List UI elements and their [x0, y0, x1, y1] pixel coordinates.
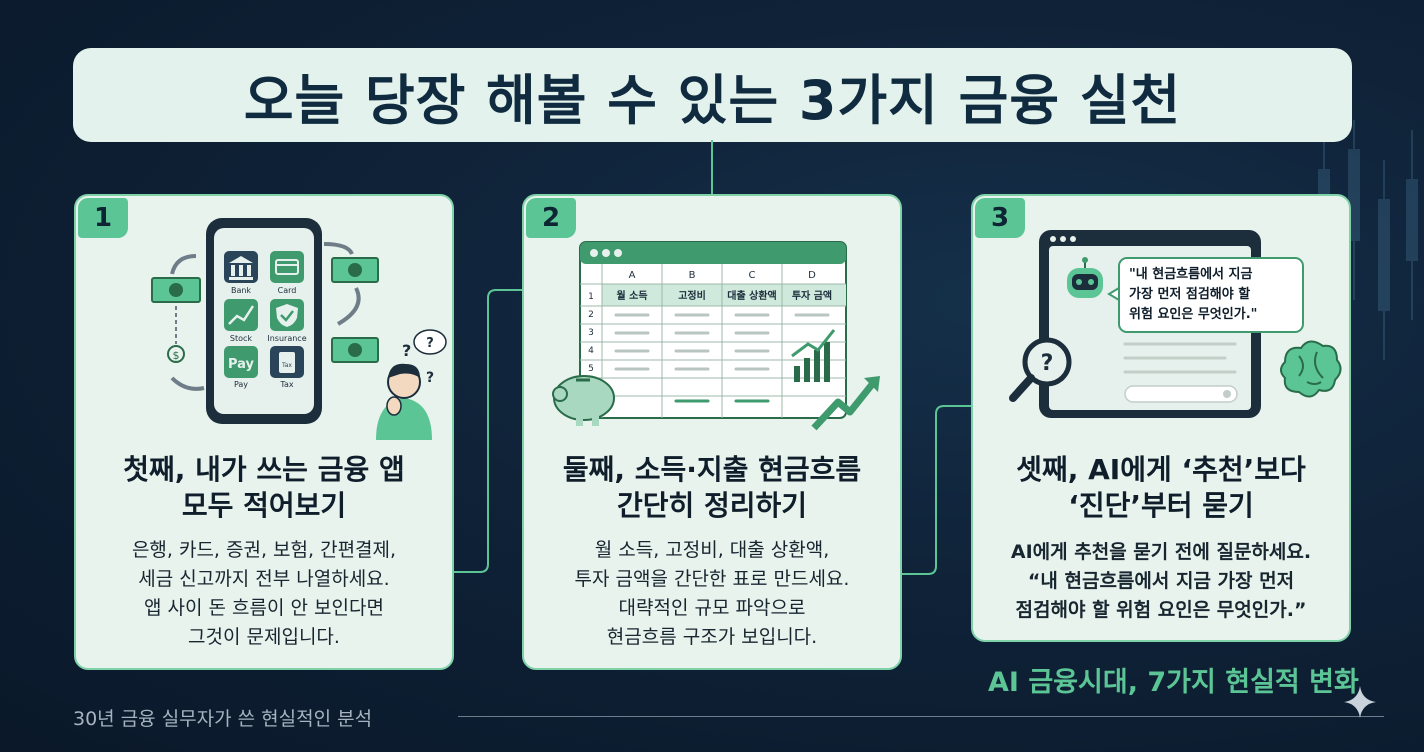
cashflow-spreadsheet-illustration: A B C D 월 소득 고정비 대출 상환액 투자 금액 1 2 3 4 5 … [552, 241, 880, 431]
svg-text:4: 4 [588, 346, 594, 356]
dollar-coin-icon: $ [167, 345, 185, 363]
page-title: 오늘 당장 해볼 수 있는 3가지 금융 실천 [243, 68, 1182, 132]
series-tagline: AI 금융시대, 7가지 현실적 변화 [988, 667, 1359, 698]
app-label-tax: Tax [279, 380, 293, 389]
svg-text:1: 1 [588, 292, 594, 302]
step-description: 월 소득, 고정비, 대출 상환액, 투자 금액을 간단한 표로 만드세요. 대… [574, 539, 850, 648]
sparkle-icon [1344, 686, 1376, 718]
thinking-person-icon [376, 363, 432, 440]
shield-check-icon [270, 299, 304, 331]
svg-text:5: 5 [588, 364, 594, 374]
svg-text:가장 먼저 점검해야 할: 가장 먼저 점검해야 할 [1129, 286, 1250, 302]
footer-divider [458, 716, 1384, 717]
step-title: 셋째, AI에게 ‘추천’보다 ‘진단’부터 묻기 [1016, 453, 1306, 522]
stock-chart-icon [224, 299, 258, 331]
financial-apps-illustration: Pay Tax Bank Card Stock Insurance Pay Ta… [151, 218, 447, 440]
tax-document-icon: Tax [270, 346, 304, 378]
svg-text:2: 2 [588, 310, 594, 320]
svg-text:?: ? [426, 370, 434, 386]
svg-text:?: ? [402, 341, 411, 360]
step-description: AI에게 추천을 묻기 전에 질문하세요. “내 현금흐름에서 지금 가장 먼저… [1010, 541, 1312, 621]
sheet-header-investment: 투자 금액 [792, 289, 832, 302]
app-label-bank: Bank [231, 286, 251, 295]
svg-text:Tax: Tax [281, 362, 292, 369]
step-number-badge: 2 [526, 198, 576, 238]
app-label-insurance: Insurance [267, 334, 306, 343]
pay-icon: Pay [224, 346, 258, 378]
piggy-bank-icon [552, 375, 615, 426]
sheet-header-loan: 대출 상환액 [727, 289, 776, 302]
title-banner: 오늘 당장 해볼 수 있는 3가지 금융 실천 [73, 48, 1352, 142]
sheet-column-d: D [808, 270, 816, 281]
sheet-column-c: C [749, 270, 756, 281]
growth-bar-chart-icon [791, 329, 836, 382]
brain-icon [1280, 340, 1342, 398]
step-card-2: 2 A B C D 월 소득 고정비 대출 상환액 투자 금액 1 2 3 4 … [522, 194, 902, 670]
svg-text:?: ? [426, 336, 434, 351]
svg-text:위험 요인은 무엇인가.": 위험 요인은 무엇인가." [1129, 306, 1257, 322]
step-title: 첫째, 내가 쓰는 금융 앱 모두 적어보기 [123, 453, 405, 522]
step-card-1: 1 Pay Tax Bank Card Stock Insurance Pay … [74, 194, 454, 670]
money-bill-icon [331, 337, 379, 363]
card-icon [270, 251, 304, 283]
step-description: 은행, 카드, 증권, 보험, 간편결제, 세금 신고까지 전부 나열하세요. … [131, 539, 397, 648]
thought-bubble-icon: ? ? ? [402, 329, 447, 386]
sheet-header-income: 월 소득 [616, 290, 647, 302]
money-bill-icon [151, 277, 201, 303]
svg-text:"내 현금흐름에서 지금: "내 현금흐름에서 지금 [1129, 266, 1253, 282]
robot-assistant-icon [1067, 257, 1103, 298]
step-number-badge: 3 [975, 198, 1025, 238]
card-connector-2-3 [902, 405, 974, 575]
ai-diagnosis-illustration: "내 현금흐름에서 지금 가장 먼저 점검해야 할 위험 요인은 무엇인가." … [1009, 230, 1342, 418]
sheet-column-a: A [629, 270, 636, 281]
svg-text:?: ? [1041, 351, 1054, 376]
bank-icon [224, 251, 258, 283]
money-bill-icon [331, 257, 379, 283]
speech-bubble: "내 현금흐름에서 지금 가장 먼저 점검해야 할 위험 요인은 무엇인가." [1107, 257, 1304, 333]
magnifying-glass-icon: ? [1009, 337, 1072, 402]
step-card-3: 3 "내 현금흐름에서 지금 가장 먼저 점검해야 할 위험 요인은 무엇인가.… [971, 194, 1351, 642]
sheet-header-fixed-cost: 고정비 [678, 289, 706, 302]
svg-text:Pay: Pay [228, 357, 255, 372]
title-connector-line [711, 140, 713, 196]
svg-text:3: 3 [588, 328, 594, 338]
app-label-card: Card [278, 286, 297, 295]
app-label-pay: Pay [234, 380, 248, 389]
app-label-stock: Stock [230, 334, 253, 343]
growth-arrow-icon [811, 376, 880, 431]
footer-caption: 30년 금융 실무자가 쓴 현실적인 분석 [73, 708, 373, 730]
step-title: 둘째, 소득·지출 현금흐름 간단히 정리하기 [562, 453, 862, 522]
card-connector-1-2 [454, 289, 524, 573]
step-number-badge: 1 [78, 198, 128, 238]
sheet-column-b: B [689, 270, 696, 281]
svg-text:$: $ [173, 349, 180, 362]
